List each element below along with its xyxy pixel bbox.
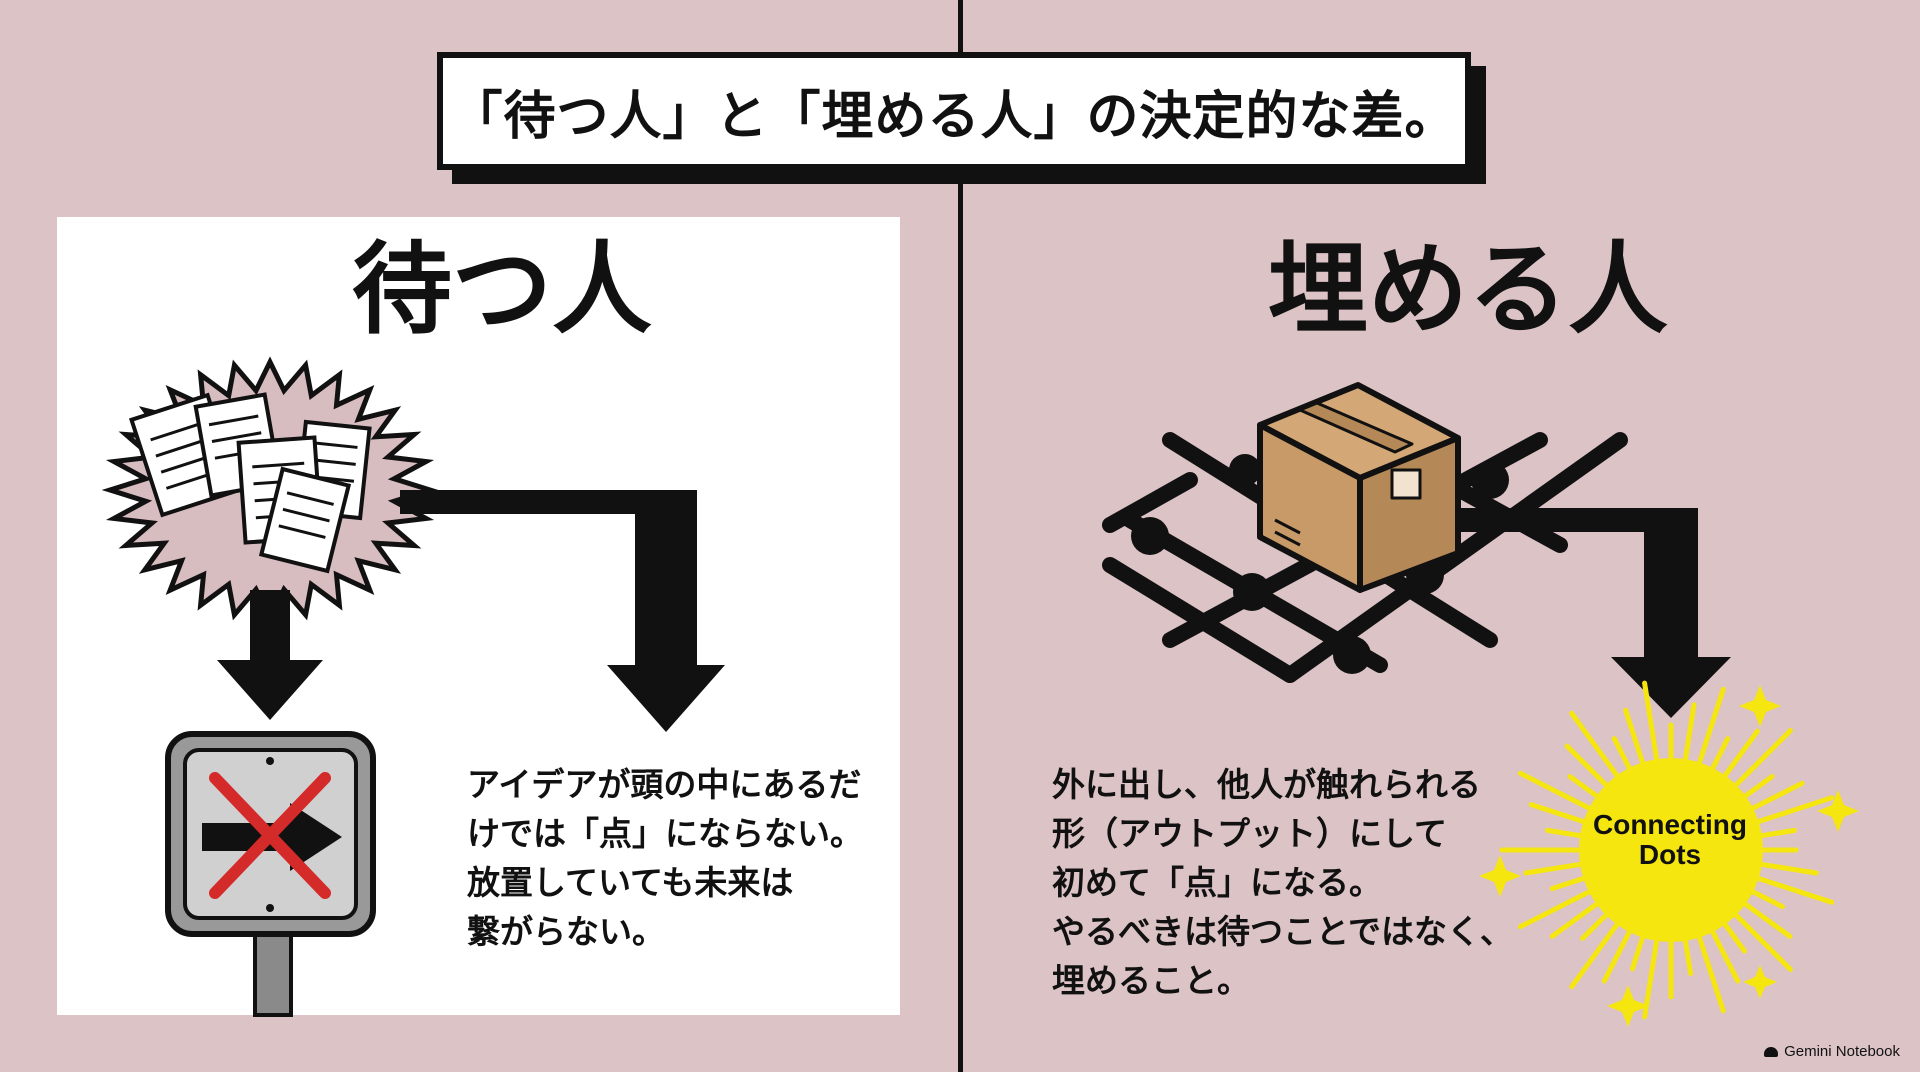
right-body-text: 外に出し、他人が触れられる 形（アウトプット）にして 初めて「点」になる。 やる… (1052, 765, 1514, 1000)
burst-ray (1569, 710, 1624, 784)
connecting-dots-burst-icon (1499, 680, 1835, 1020)
burst-ray (1549, 897, 1605, 939)
right-heading: 埋める人 (1268, 231, 1668, 348)
burst-ray (1694, 686, 1726, 772)
burst-ray (1737, 897, 1793, 939)
burst-ray (1523, 860, 1590, 876)
sparkle-icons (1479, 685, 1859, 1027)
network-nodes (1131, 454, 1509, 674)
left-heading: 待つ人 (352, 231, 652, 348)
burst-ray (1694, 928, 1726, 1014)
burst-ray (1623, 707, 1648, 772)
burst-ray (1728, 907, 1793, 972)
brand-label: Gemini Notebook (1784, 1043, 1900, 1060)
burst-ray (1707, 923, 1741, 984)
burst-ray (1564, 743, 1614, 793)
burst-ray (1642, 931, 1661, 1020)
burst-ray (1752, 860, 1819, 876)
burst-ray (1681, 702, 1697, 769)
burst-ray (1728, 728, 1793, 793)
papers-icon (128, 392, 372, 574)
burst-ray (1642, 680, 1661, 769)
burst-ray (1517, 886, 1598, 930)
burst-ray (1744, 780, 1805, 814)
burst-ray (1749, 795, 1835, 827)
center-divider (958, 0, 963, 1072)
box-icon (1257, 382, 1461, 593)
idea-burst-icon (101, 356, 439, 624)
connect-arrow-icon (1460, 508, 1731, 718)
down-arrow-icon (217, 590, 323, 720)
no-connection-sign-icon (165, 731, 376, 1017)
connecting-dots-label: Connecting Dots (1593, 809, 1747, 870)
page-title: 「待つ人」と「埋める人」の決定的な差。 (437, 52, 1471, 170)
burst-ray (1528, 802, 1593, 827)
elbow-arrow-icon (400, 490, 725, 732)
burst-ray (1749, 873, 1835, 905)
burst-ray (1601, 923, 1635, 984)
burst-ray (1517, 770, 1598, 814)
burst-ray (1569, 916, 1624, 990)
burst-ray (1718, 728, 1760, 784)
gemini-logo-icon (1764, 1046, 1779, 1057)
brand-watermark: Gemini Notebook (1764, 1043, 1900, 1060)
left-body-text: アイデアが頭の中にあるだ けでは「点」にならない。 放置していても未来は 繋がら… (467, 765, 863, 951)
